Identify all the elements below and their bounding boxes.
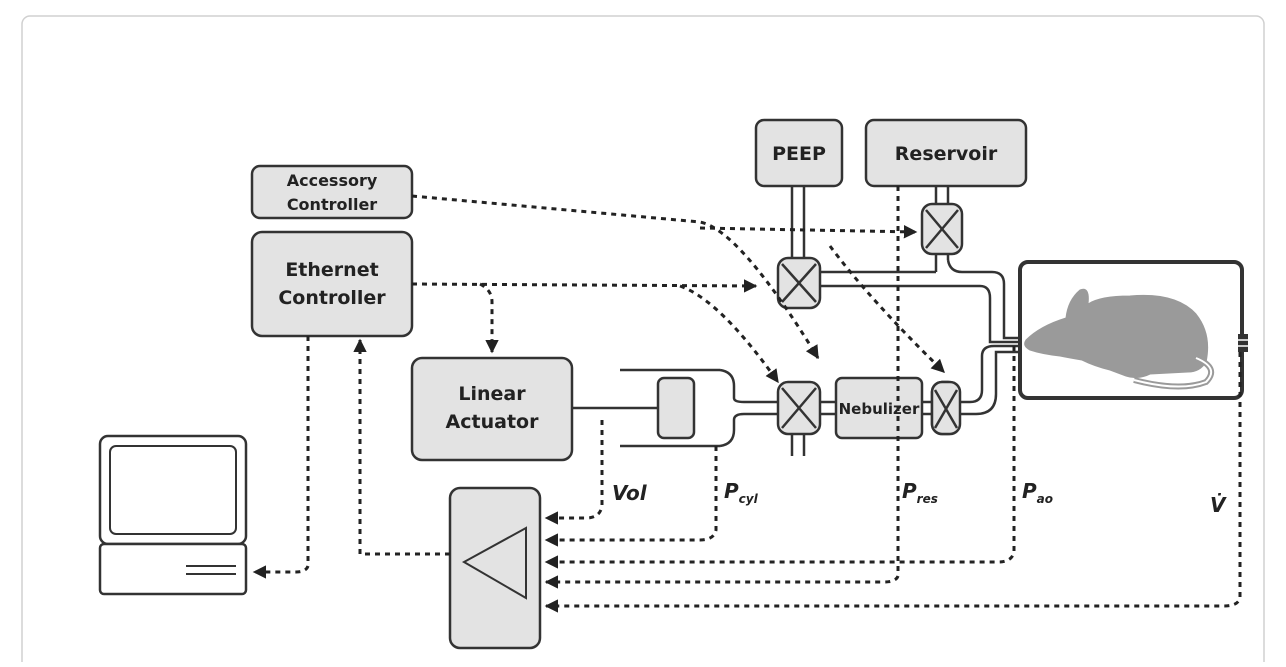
pipe xyxy=(820,284,1022,344)
link-controller-to-computer xyxy=(252,336,310,579)
cylinder-piston xyxy=(656,376,696,440)
nebulizer-label: Nebulizer xyxy=(839,400,920,418)
signal-v-dot xyxy=(544,352,1242,613)
accessory-controller-label-2: Controller xyxy=(287,195,377,214)
pneumotach-port xyxy=(1238,334,1248,352)
ethernet-controller-box xyxy=(250,230,414,338)
ethernet-controller-label-2: Controller xyxy=(278,287,386,309)
label-v-dot: V̇ xyxy=(1210,493,1227,517)
pipe xyxy=(946,259,1022,340)
linear-actuator-label-2: Actuator xyxy=(446,411,540,433)
signal-amplifier-to-controller xyxy=(353,338,450,556)
outer-frame xyxy=(21,15,1265,667)
valve-peep xyxy=(776,256,822,310)
pipe xyxy=(719,368,778,404)
pipe xyxy=(958,350,1022,416)
amplifier-icon xyxy=(461,526,527,600)
ethernet-controller-label-1: Ethernet xyxy=(285,259,378,281)
pipe xyxy=(958,344,1022,404)
signal-to-reservoir-valve xyxy=(699,225,918,239)
signal-to-peep-valve xyxy=(411,279,758,293)
amplifier-box xyxy=(448,486,542,650)
signal-p-cyl xyxy=(544,446,718,547)
computer-icon xyxy=(98,434,248,596)
pipe xyxy=(719,412,778,448)
signal-p-res xyxy=(544,186,900,589)
label-p-cyl: Pcyl xyxy=(724,479,759,506)
valve-nebulizer xyxy=(930,380,962,436)
accessory-controller-label-1: Accessory xyxy=(287,171,378,190)
peep-label: PEEP xyxy=(772,143,826,165)
accessory-controller-box xyxy=(250,164,414,220)
signal-to-inspiratory-valve xyxy=(679,284,780,384)
nebulizer-box xyxy=(834,376,924,440)
valve-inspiratory xyxy=(776,380,822,436)
peep-box xyxy=(754,118,844,188)
label-p-ao: Pao xyxy=(1022,479,1053,506)
label-vol: Vol xyxy=(612,481,648,505)
mouse-icon xyxy=(1024,288,1215,390)
signal-to-nebulizer-valve xyxy=(828,245,946,374)
signal-accessory-to-nebulizer xyxy=(411,194,820,360)
signal-p-ao xyxy=(544,346,1016,569)
signal-to-actuator xyxy=(479,282,499,354)
valve-reservoir xyxy=(920,202,964,256)
reservoir-label: Reservoir xyxy=(895,143,998,165)
linear-actuator-label-1: Linear xyxy=(458,383,526,405)
linear-actuator-box xyxy=(410,356,574,462)
label-p-res: Pres xyxy=(902,479,938,506)
reservoir-box xyxy=(864,118,1028,188)
